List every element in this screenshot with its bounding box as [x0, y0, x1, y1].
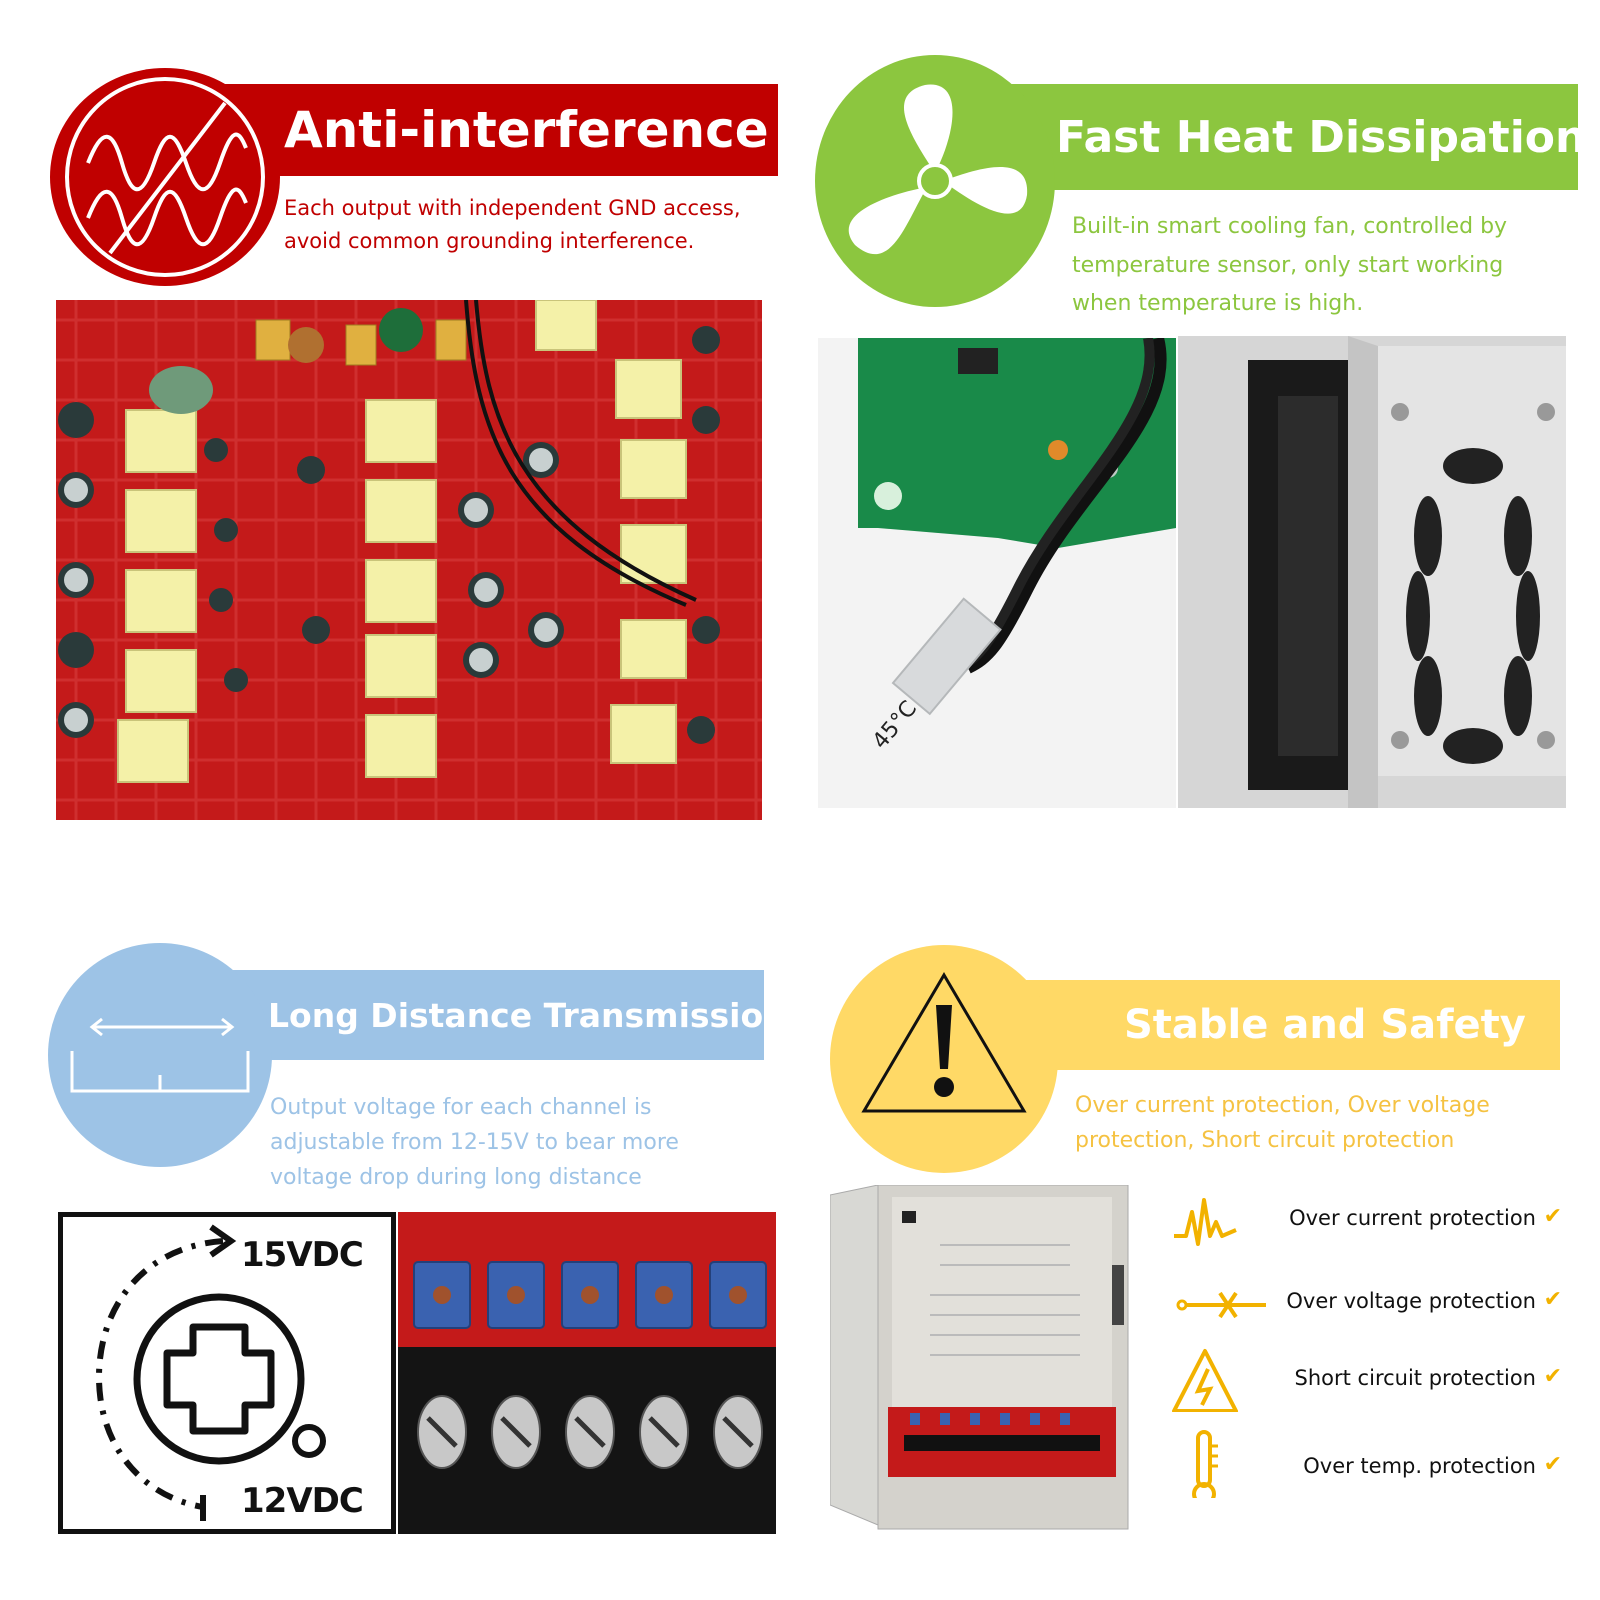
heat-dissipation-description: Built-in smart cooling fan, controlled b… — [1072, 214, 1508, 316]
protection-item-over-voltage: Over voltage protection ✔ — [1170, 1275, 1570, 1335]
thermometer-icon — [1192, 1430, 1218, 1498]
wave-interference-icon — [65, 77, 265, 277]
long-distance-banner: Long Distance Transmission — [210, 970, 787, 1060]
temperature-sensor-photo: 45°C — [818, 338, 1176, 808]
voltage-cross-icon — [1176, 1291, 1266, 1319]
heat-dissipation-title: Fast Heat Dissipation — [1056, 111, 1587, 163]
voltage-adjust-diagram: 15VDC 12VDC — [58, 1212, 396, 1534]
check-icon: ✔ — [1543, 1452, 1562, 1477]
sensor-illustration — [818, 338, 1176, 808]
max-voltage-label: 15VDC — [241, 1235, 364, 1275]
pcb-illustration — [56, 300, 762, 820]
check-icon: ✔ — [1543, 1204, 1562, 1229]
fan-housing-photo — [1178, 336, 1566, 808]
stable-safety-circle — [830, 945, 1058, 1173]
stable-safety-title: Stable and Safety — [1124, 1002, 1526, 1048]
anti-interference-title: Anti-interference — [284, 101, 769, 159]
check-icon: ✔ — [1543, 1364, 1562, 1389]
anti-interference-description: Each output with independent GND access,… — [284, 196, 741, 253]
red-pcb-photo — [56, 300, 762, 820]
fan-housing-illustration — [1178, 336, 1566, 808]
adjust-knob-icon — [95, 1224, 326, 1521]
distance-arrow-icon — [70, 1017, 250, 1093]
terminal-block-photo — [398, 1212, 776, 1534]
anti-interference-banner: Anti-interference — [200, 84, 778, 176]
current-wave-icon — [1174, 1198, 1237, 1246]
anti-interference-circle — [50, 68, 280, 286]
min-voltage-label: 12VDC — [241, 1481, 364, 1521]
long-distance-title: Long Distance Transmission — [268, 995, 787, 1035]
stable-safety-banner: Stable and Safety — [1000, 980, 1560, 1070]
protection-item-over-current: Over current protection ✔ — [1170, 1192, 1570, 1252]
heat-dissipation-circle — [815, 55, 1055, 307]
lightning-triangle-icon — [1172, 1349, 1238, 1412]
heat-dissipation-banner: Fast Heat Dissipation — [980, 84, 1586, 190]
stable-safety-description: Over current protection, Over voltage pr… — [1075, 1093, 1490, 1154]
power-supply-box-photo — [830, 1185, 1140, 1533]
protection-item-short-circuit: Short circuit protection ✔ — [1170, 1349, 1570, 1412]
warning-triangle-icon — [861, 972, 1027, 1113]
power-supply-illustration — [830, 1185, 1129, 1530]
long-distance-description: Output voltage for each channel is adjus… — [270, 1095, 679, 1191]
fan-icon — [848, 84, 1028, 255]
terminal-illustration — [398, 1212, 776, 1534]
long-distance-circle — [48, 943, 272, 1167]
check-icon: ✔ — [1543, 1287, 1562, 1312]
protection-item-over-temp: Over temp. protection ✔ — [1170, 1430, 1570, 1500]
